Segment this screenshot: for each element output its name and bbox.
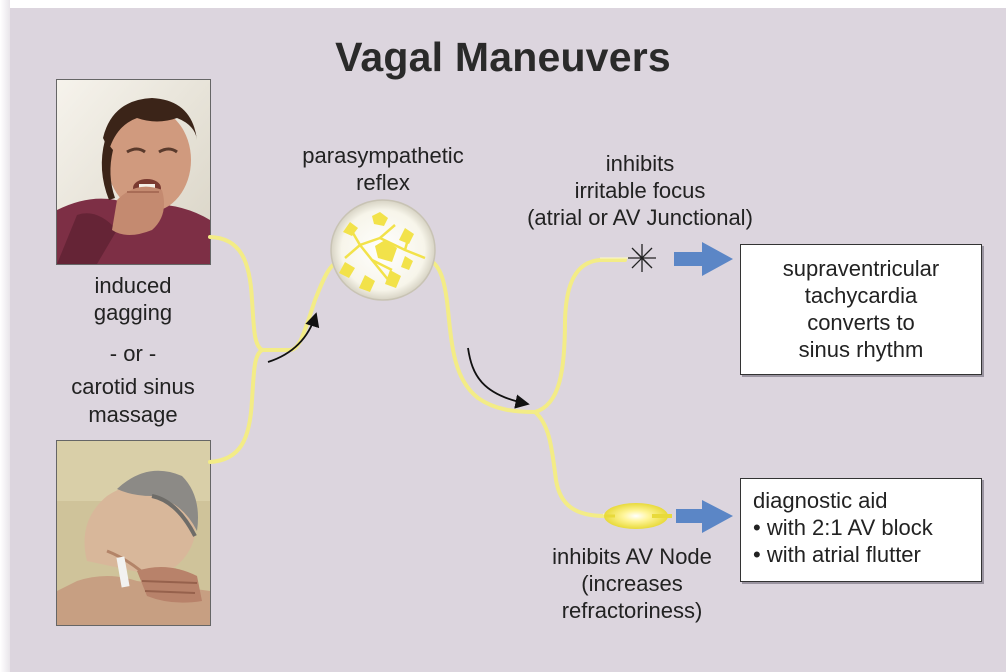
top-branch-line3: (atrial or AV Junctional) — [498, 204, 782, 231]
reflex-label-line1: parasympathetic — [270, 142, 496, 169]
irritable-focus-star-icon — [628, 244, 656, 272]
result-box-diagnostic: diagnostic aid • with 2:1 AV block • wit… — [740, 478, 982, 582]
top-branch-line2: irritable focus — [510, 177, 770, 204]
result-top-line2: tachycardia — [741, 282, 981, 309]
bottom-branch-line3: refractoriness) — [522, 597, 742, 624]
nerve-ganglion-icon — [331, 200, 435, 300]
top-branch-line1: inhibits — [510, 150, 770, 177]
result-top-line4: sinus rhythm — [741, 336, 981, 363]
result-box-svt: supraventricular tachycardia converts to… — [740, 244, 982, 375]
result-top-line1: supraventricular — [741, 255, 981, 282]
result-bottom-line1: diagnostic aid — [753, 487, 981, 514]
result-bottom-line2: • with 2:1 AV block — [753, 514, 981, 541]
av-node-icon — [604, 503, 672, 529]
bottom-branch-line2: (increases — [522, 570, 742, 597]
reflex-label-line2: reflex — [270, 169, 496, 196]
result-top-line3: converts to — [741, 309, 981, 336]
blue-arrow-icon — [674, 242, 733, 533]
result-bottom-line3: • with atrial flutter — [753, 541, 981, 568]
bottom-branch-line1: inhibits AV Node — [522, 543, 742, 570]
